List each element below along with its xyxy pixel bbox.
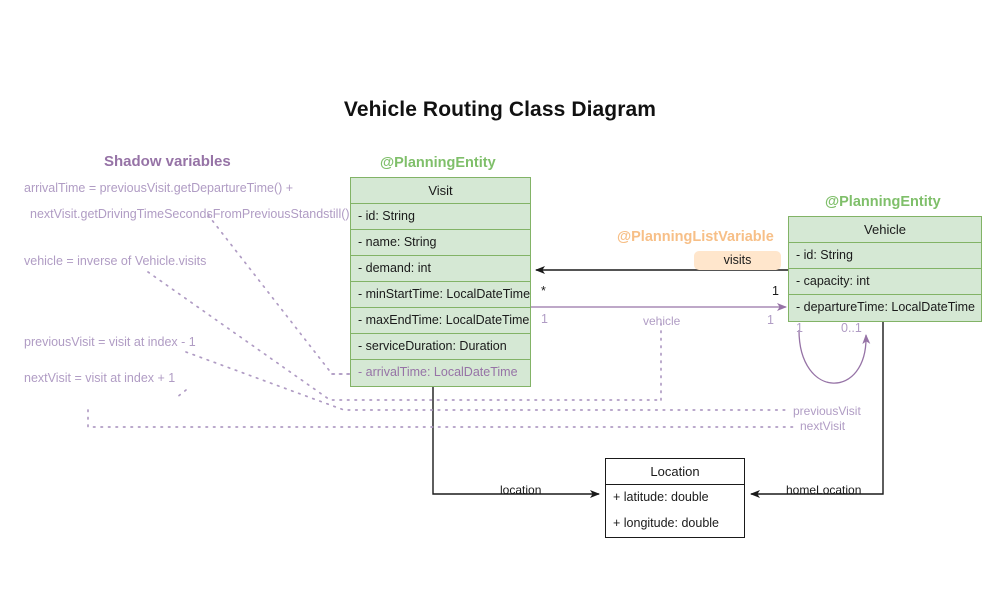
vehicle-stereotype: @PlanningEntity: [825, 194, 941, 210]
class-name-vehicle: Vehicle: [789, 217, 981, 243]
visits-badge: visits: [694, 251, 781, 270]
edge-visits-line: [535, 266, 794, 274]
shadow-note-vehicle: vehicle = inverse of Vehicle.visits: [24, 254, 207, 268]
nextvisit-edge-label: nextVisit: [800, 419, 846, 433]
location-edge-label: location: [500, 483, 542, 497]
dotted-nextvisit-stub: [175, 389, 187, 399]
vehicle-attr-capacity: - capacity: int: [789, 269, 981, 295]
shadow-variables-heading: Shadow variables: [104, 153, 231, 170]
visit-attr-demand: - demand: int: [351, 256, 530, 282]
edge-location-line: [432, 384, 600, 498]
dotted-nextvisit: [87, 409, 796, 428]
vehicle-source-multiplicity: 1: [541, 312, 548, 326]
class-name-visit: Visit: [351, 178, 530, 204]
class-box-location[interactable]: Location + latitude: double + longitude:…: [605, 458, 745, 538]
visit-attr-minstarttime: - minStartTime: LocalDateTime: [351, 282, 530, 308]
class-box-visit[interactable]: Visit - id: String - name: String - dema…: [350, 177, 531, 387]
edge-self-loop: [798, 329, 871, 384]
self-loop-from-multiplicity: 1: [796, 321, 803, 335]
vehicle-edge-label: vehicle: [643, 314, 681, 328]
dotted-arrivaltime: [207, 214, 353, 375]
shadow-note-arrivaltime-1: arrivalTime = previousVisit.getDeparture…: [24, 181, 294, 195]
location-attr-latitude: + latitude: double: [613, 490, 709, 504]
visit-attr-serviceduration: - serviceDuration: Duration: [351, 334, 530, 360]
page-title: Vehicle Routing Class Diagram: [343, 98, 657, 121]
vehicle-attr-departuretime: - departureTime: LocalDateTime: [796, 300, 976, 314]
shadow-note-nextvisit: nextVisit = visit at index + 1: [24, 371, 176, 385]
planning-list-variable-stereotype: @PlanningListVariable: [617, 229, 774, 245]
shadow-note-previousvisit: previousVisit = visit at index - 1: [24, 335, 196, 349]
visit-attr-maxendtime: - maxEndTime: LocalDateTime: [351, 308, 530, 334]
class-name-location: Location: [606, 459, 744, 485]
class-box-vehicle[interactable]: Vehicle - id: String - capacity: int - d…: [788, 216, 982, 322]
self-loop-to-multiplicity: 0..1: [841, 321, 862, 335]
shadow-note-arrivaltime-2: nextVisit.getDrivingTimeSecondsFromPrevi…: [30, 207, 350, 221]
previousvisit-edge-label: previousVisit: [793, 404, 861, 418]
visits-target-multiplicity: *: [541, 284, 546, 298]
visit-attr-id: - id: String: [351, 204, 530, 230]
visit-attr-arrivaltime: - arrivalTime: LocalDateTime: [358, 365, 518, 379]
visit-attr-name: - name: String: [351, 230, 530, 256]
homelocation-edge-label: homeLocation: [786, 483, 862, 497]
visit-stereotype: @PlanningEntity: [380, 155, 496, 171]
visits-source-multiplicity: 1: [772, 284, 779, 298]
vehicle-target-multiplicity: 1: [767, 313, 774, 327]
location-attr-longitude: + longitude: double: [613, 516, 719, 530]
vehicle-attr-id: - id: String: [789, 243, 981, 269]
